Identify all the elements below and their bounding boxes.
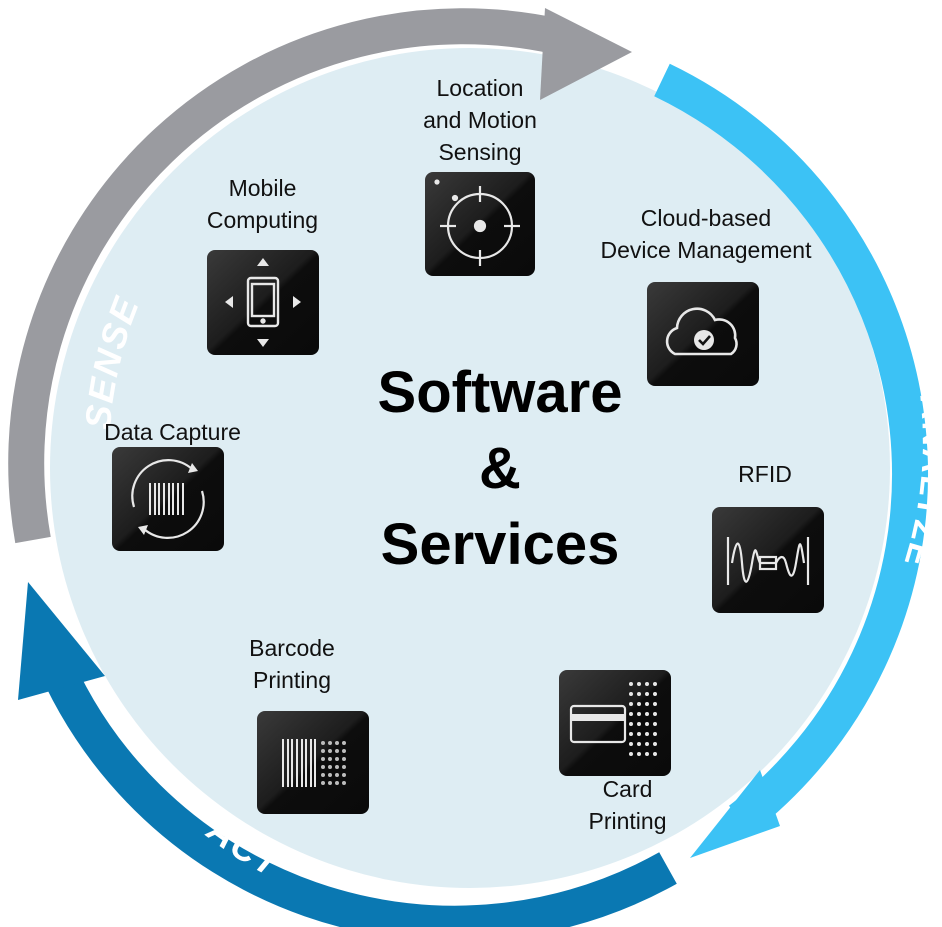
act-arc (33, 645, 677, 927)
center-title: Software & Services (377, 360, 623, 577)
barcode-print-tile (257, 711, 369, 814)
barcode-label: Barcode Printing (249, 635, 335, 693)
barcode-print-icon (282, 739, 316, 787)
cloud-check-icon (665, 307, 738, 356)
analyze-arc (654, 63, 928, 835)
rfid-label: RFID (738, 461, 792, 487)
act-arrowhead (18, 582, 105, 700)
card-print-icon (569, 682, 657, 756)
card-print-tile (559, 670, 671, 776)
rfid-tile (712, 507, 824, 613)
cloud-label: Cloud-based Device Management (600, 205, 812, 263)
sense-arrowhead (540, 8, 632, 100)
card-label: Card Printing (588, 776, 667, 834)
sense-arc (8, 8, 559, 544)
cloud-tile (647, 282, 759, 386)
analyze-arrowhead (690, 770, 780, 858)
datacapture-label: Data Capture (104, 419, 241, 445)
mobile-tile (207, 250, 319, 355)
rfid-wave-icon (726, 537, 810, 585)
tablet-move-icon (225, 258, 301, 347)
datacapture-tile (112, 447, 224, 551)
mobile-label: Mobile Computing (206, 175, 319, 233)
barcode-cycle-icon (131, 459, 205, 539)
location-label: Location and Motion Sensing (423, 75, 537, 165)
print-dots (321, 741, 346, 785)
target-icon (434, 179, 520, 266)
location-tile (425, 172, 535, 276)
